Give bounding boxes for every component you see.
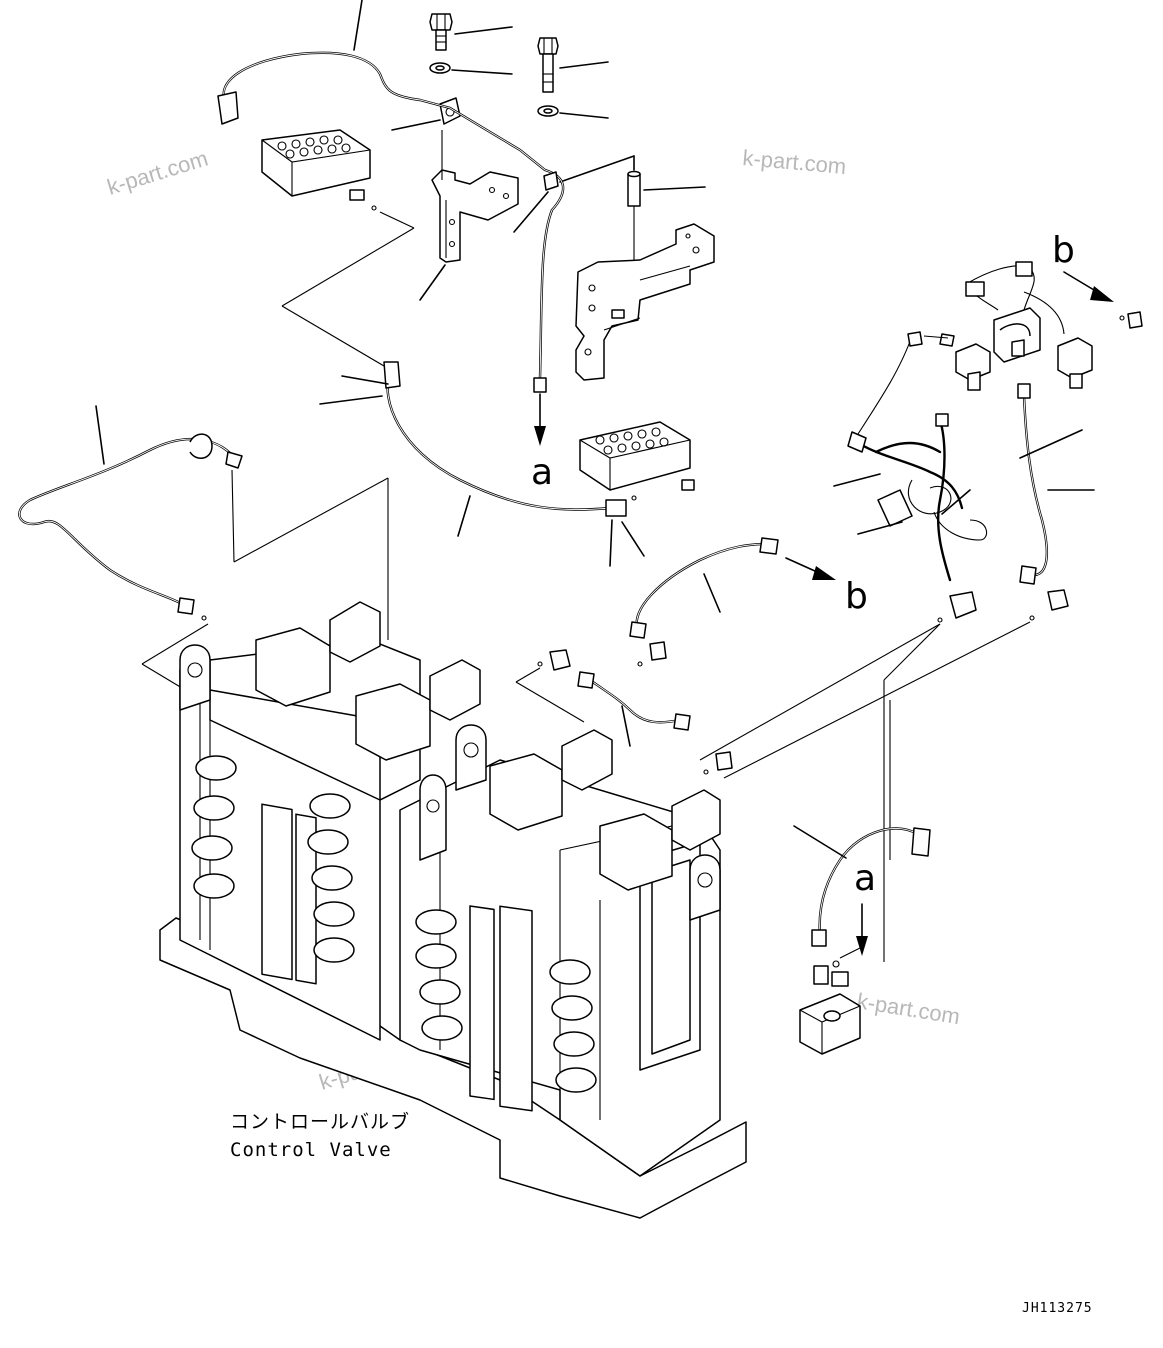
watermark-top-right: k-part.com (742, 145, 848, 179)
watermark-bottom-right: k-part.com (855, 988, 962, 1029)
hose-to-b (629, 537, 779, 639)
arrow-b-top (1063, 271, 1114, 302)
hose-middle (319, 361, 645, 567)
watermark-top-left: k-part.com (104, 145, 211, 199)
valve-block-center (579, 421, 695, 491)
support-bracket (419, 130, 519, 301)
mounting-bracket-right (575, 223, 715, 381)
fittings-middle (515, 641, 733, 775)
hose-large-loop-left (18, 405, 243, 621)
leader-bracket-corner (559, 155, 635, 183)
callout-b-mid: b (845, 576, 868, 617)
arrow-b-mid (785, 557, 836, 580)
bolt-right (537, 37, 609, 93)
hose-top-loop (217, 0, 565, 393)
leader-long-1 (699, 623, 941, 761)
hose-right-vertical (1017, 383, 1095, 621)
leader-long-2 (723, 621, 1031, 779)
bolt-left (429, 13, 513, 51)
harness-right (833, 331, 988, 623)
connector-block (799, 947, 861, 1055)
leader-valve-block (379, 211, 415, 229)
callout-b-top: b (1052, 230, 1075, 271)
valve-block-top-left (261, 129, 377, 211)
tube-clamp (391, 97, 461, 131)
arrow-a-top (534, 393, 546, 446)
hose-top-fitting (513, 171, 559, 233)
drawing-code: JH113275 (1022, 1301, 1093, 1316)
caption-english: Control Valve (230, 1139, 392, 1161)
control-valve-body (159, 601, 747, 1219)
leader-loop-left (231, 469, 235, 563)
callout-a-right: a (854, 858, 876, 899)
washer-left (429, 62, 513, 75)
hose-lower-right (793, 825, 931, 947)
arrow-a-right (856, 903, 868, 956)
callout-a-top: a (531, 452, 553, 493)
solenoid-valve-assembly (939, 261, 1143, 391)
caption-japanese: コントロールバルブ (230, 1110, 410, 1133)
washer-right (537, 105, 609, 119)
hose-small-center (577, 671, 691, 747)
